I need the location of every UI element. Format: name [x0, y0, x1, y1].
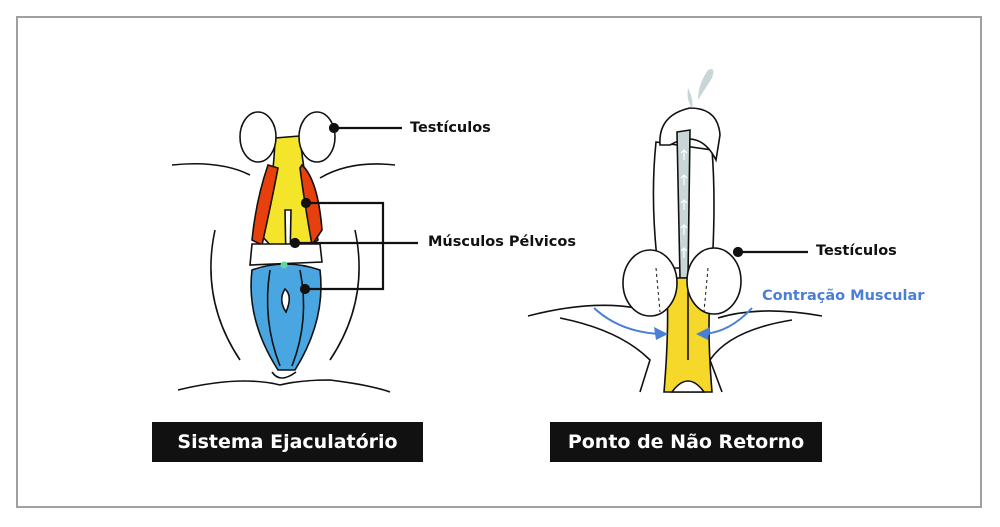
ejaculatory-system-illustration: [171, 111, 396, 393]
label-muscle-contraction: Contração Muscular: [762, 288, 925, 304]
blue-muscle: [250, 263, 322, 371]
ejaculate-drop: [698, 69, 714, 100]
caption-ejaculatory-system: Sistema Ejaculatório: [152, 422, 423, 462]
label-testicles-left: Testículos: [410, 120, 491, 136]
right-leader-lines: [732, 246, 808, 258]
point-of-no-return-illustration: [527, 69, 823, 393]
left-leader-lines: [289, 122, 418, 295]
label-pelvic-muscles: Músculos Pélvicos: [428, 234, 576, 250]
testicle-right: [686, 247, 742, 315]
contraction-arrows: [593, 307, 753, 340]
caption-point-of-no-return: Ponto de Não Retorno: [550, 422, 822, 462]
testicle-left: [239, 111, 277, 163]
testicle-right: [298, 111, 336, 163]
diagram-frame: [16, 16, 982, 508]
testicle-left: [622, 249, 678, 317]
label-testicles-right: Testículos: [816, 243, 897, 259]
